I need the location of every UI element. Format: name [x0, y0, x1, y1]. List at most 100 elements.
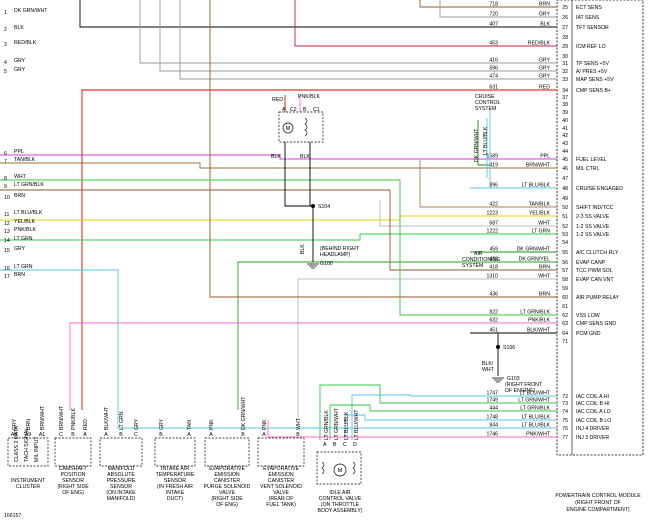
evap-vent-label: (REAR OF	[269, 496, 294, 502]
motor-symbol: M	[286, 126, 291, 132]
pcm-pin-label: ECT SENS	[576, 5, 602, 11]
sap-pin-c1: C1	[313, 107, 320, 113]
map-sensor-label: MANIFOLD	[108, 466, 135, 472]
pcm-pin-label: IAC COIL B LO	[576, 418, 611, 424]
g100-wire-color: BLK	[300, 244, 306, 254]
left-wire-color: GRY	[14, 58, 26, 64]
ac-title-2: CONDITIONING	[462, 257, 500, 263]
wire-color-label: DK GRN/WHT	[517, 247, 551, 253]
wire-circuit-number: 631	[489, 85, 498, 91]
pcm-pin-number: 32	[562, 69, 568, 75]
pcm-pin-number: 27	[562, 25, 568, 31]
map-sensor-pin: A	[104, 432, 108, 438]
pcm-pin-number: 25	[562, 5, 568, 11]
wire-color-label: RED/BLK	[528, 41, 551, 47]
wire-422	[419, 160, 557, 208]
pcm-pin-number: 37	[562, 95, 568, 101]
iat-sensor-pin: A	[187, 432, 191, 438]
sap-pin-b: B	[303, 107, 307, 113]
wire-color-label: LT GRN/BLK	[520, 406, 550, 412]
g100-label: G100	[320, 261, 333, 267]
left-wire-number: 4	[4, 60, 7, 66]
pcm-pin-number: 53	[562, 232, 568, 238]
wire-419	[0, 162, 557, 169]
pcm-pin-label: EVAP CAN VNT	[576, 277, 614, 283]
wire-color-label: PNK/BLK	[528, 318, 550, 324]
wire-1748	[344, 414, 557, 440]
iat-sensor-box	[154, 437, 196, 467]
pcm-pin-label: MAP SENS +5V	[576, 77, 614, 83]
wire-1589	[0, 154, 557, 160]
pcm-pin-label: INJ 3 DRIVER	[576, 435, 609, 441]
pcm-pin-number: 54	[562, 240, 568, 246]
wire-418	[0, 189, 557, 271]
wire-444	[329, 404, 557, 440]
wire-circuit-number: 1747	[486, 391, 498, 397]
iac-pin: A	[323, 442, 327, 448]
map-sensor-label: MANIFOLD)	[107, 496, 136, 502]
instrument-cluster-pin: A8	[11, 432, 17, 438]
ac-title-1: AIR	[474, 251, 483, 257]
wire-428	[237, 261, 557, 410]
wire-circuit-number: 451	[489, 328, 498, 334]
pcm-pin-number: 61	[562, 304, 568, 310]
ground-g100: BLK (BEHIND RIGHT HEADLAMP) G100	[300, 244, 360, 269]
sap-pin-c2: C2	[290, 107, 297, 113]
map-sensor-label: SENSOR	[110, 484, 132, 490]
wire-circuit-number: 436	[489, 292, 498, 298]
wire-color-label: WHT	[538, 221, 551, 227]
splice-s106-label: S106	[503, 345, 515, 351]
pcm-pin-number: 71	[562, 339, 568, 345]
pcm-pin-number: 72	[562, 394, 568, 400]
pcm-pin-number: 59	[562, 286, 568, 292]
wire-circuit-number: 428	[489, 257, 498, 263]
map-sensor-label: PRESSURE	[107, 478, 136, 484]
coil-icon	[321, 461, 325, 475]
map-sensor-wire-color: LT GRN	[119, 411, 125, 430]
cluster-inner-label: MIL INPUT	[34, 436, 40, 462]
wire-631	[81, 89, 557, 410]
iac-pin: B	[333, 442, 337, 448]
pcm-pin-label: CMP SENS GND	[576, 321, 616, 327]
camshaft-sensor-label: (RIGHT SIDE	[57, 484, 89, 490]
camshaft-sensor-label: SENSOR	[62, 478, 84, 484]
left-wire-number: 2	[4, 27, 7, 33]
g103-label: G103	[507, 376, 520, 382]
evap-purge-label: (RIGHT SIDE	[211, 496, 243, 502]
evap-vent-pin: B	[296, 432, 300, 438]
wire-circuit-number: 444	[489, 406, 498, 412]
camshaft-sensor-pin: A	[83, 432, 87, 438]
cruise-title-1: CRUISE	[475, 94, 495, 100]
pcm-pin-label: IAC COIL A LO	[576, 409, 611, 415]
camshaft-sensor-pin: B	[71, 432, 75, 438]
wire-color-label: GRY	[539, 66, 551, 72]
sap-wire-pnkblk: PNK/BLK	[298, 94, 320, 100]
camshaft-sensor-wire-color: BRN/WHT	[59, 405, 65, 430]
wire-circuit-number: 822	[489, 310, 498, 316]
wire-color-label: LT GRN	[531, 229, 550, 235]
wire-circuit-number: 453	[489, 41, 498, 47]
wire-color-label: BLK	[540, 22, 550, 28]
wire-circuit-number: 1310	[486, 274, 498, 280]
left-wire-color: YEL/BLK	[14, 219, 36, 225]
evap-purge-label: OF ENG)	[216, 502, 238, 508]
evap-vent-pin: A	[262, 432, 266, 438]
splice-s104-label: S104	[318, 204, 330, 210]
wire-color-label: WHT	[538, 274, 551, 280]
wire-sap-gnd	[284, 142, 314, 262]
pcm-pin-number: 75	[562, 418, 568, 424]
s106-wire-color-1: BLK/	[482, 361, 494, 367]
cruise-wire-1: DK GRN/WHT	[474, 128, 480, 162]
left-wire-number: 3	[4, 42, 7, 48]
evap-vent-box	[257, 437, 305, 467]
wire-color-label: RED	[539, 85, 550, 91]
evap-vent-wire-color: WHT	[296, 417, 302, 430]
evap-vent-label: CANISTER	[268, 478, 294, 484]
left-wire-color: LT GRN	[14, 264, 33, 270]
wire-color-label: YEL/BLK	[529, 211, 551, 217]
pcm-pin-number: 74	[562, 409, 568, 415]
left-wire-color: DK GRN/WHT	[14, 8, 48, 14]
left-wire-color: PNK/BLK	[14, 227, 36, 233]
pcm-pin-number: 52	[562, 224, 568, 230]
